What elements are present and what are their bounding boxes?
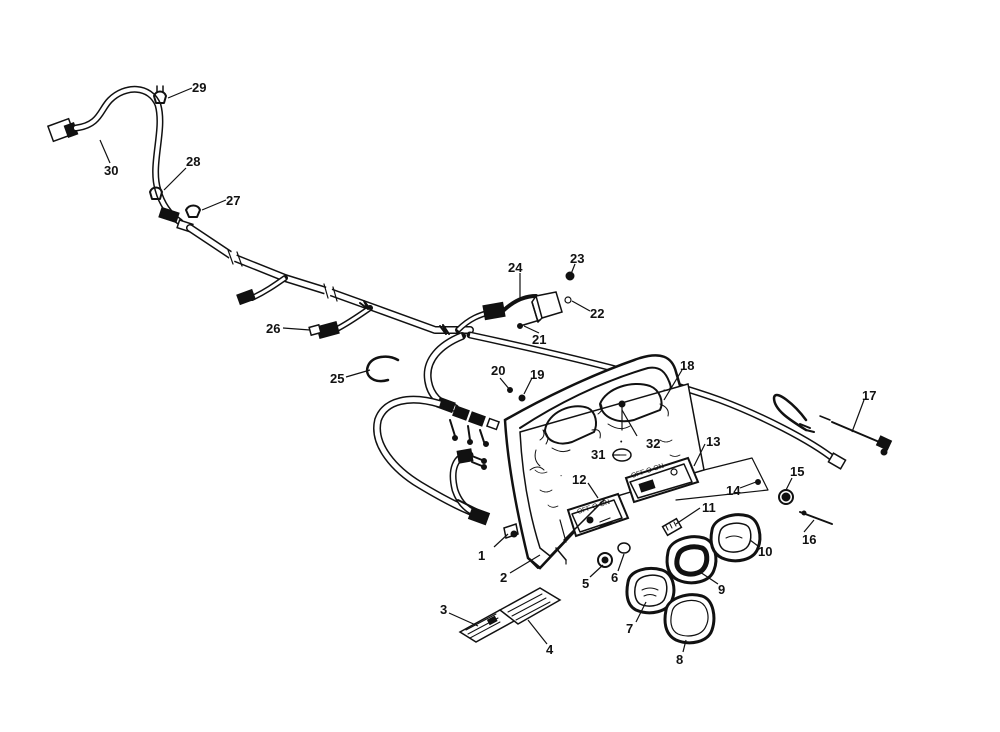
callout-11: 11 — [702, 500, 716, 515]
harness-clip-27 — [185, 204, 201, 218]
relay-box-24 — [531, 291, 563, 323]
panel-dot: • — [620, 439, 623, 446]
callout-17: 17 — [862, 388, 876, 403]
ring-25 — [365, 355, 400, 383]
key-switch-17 — [772, 393, 893, 456]
knob-6 — [617, 542, 631, 554]
panel-minus: - — [560, 473, 563, 480]
grommet-5 — [597, 552, 613, 568]
bulb-11 — [661, 517, 683, 537]
callout-25: 25 — [330, 371, 344, 386]
cable-16 — [799, 510, 833, 525]
connector-cluster — [436, 396, 501, 447]
callout-28: 28 — [186, 154, 200, 169]
callout-22: 22 — [590, 306, 604, 321]
callout-6: 6 — [611, 570, 618, 585]
callout-3: 3 — [440, 602, 447, 617]
screw-19 — [518, 394, 526, 402]
callout-31: 31 — [591, 447, 605, 462]
callout-1: 1 — [478, 548, 485, 563]
callout-4: 4 — [546, 642, 554, 657]
washer-22 — [564, 296, 572, 304]
callout-15: 15 — [790, 464, 804, 479]
callout-8: 8 — [676, 652, 683, 667]
callout-26: 26 — [266, 321, 280, 336]
callout-23: 23 — [570, 251, 584, 266]
callout-19: 19 — [530, 367, 544, 382]
callout-18: 18 — [680, 358, 694, 373]
callout-12: 12 — [572, 472, 586, 487]
callout-5: 5 — [582, 576, 589, 591]
decal-4 — [498, 587, 562, 625]
callout-13: 13 — [706, 434, 720, 449]
grommet-15 — [778, 489, 794, 505]
bracket-32 — [618, 400, 626, 431]
screw-21 — [517, 319, 541, 329]
switch-plate-13: OFF O ON — [624, 456, 700, 504]
callout-14: 14 — [726, 483, 741, 498]
callout-24: 24 — [508, 260, 523, 275]
callout-32: 32 — [646, 436, 660, 451]
callout-30: 30 — [104, 163, 118, 178]
wiring-harness — [46, 85, 847, 526]
callout-7: 7 — [626, 621, 633, 636]
callout-16: 16 — [802, 532, 816, 547]
callout-2: 2 — [500, 570, 507, 585]
callout-9: 9 — [718, 582, 725, 597]
gauge-openings-18 — [529, 381, 671, 471]
harness-clip-28 — [149, 186, 163, 200]
callout-29: 29 — [192, 80, 206, 95]
callout-27: 27 — [226, 193, 240, 208]
leader-lines — [99, 87, 865, 653]
gauge-bezel-10 — [709, 513, 762, 563]
callout-10: 10 — [758, 544, 772, 559]
console-panel-2: • - OFF O ON OFF O ON — [503, 354, 705, 570]
gauge-bezel-9 — [665, 535, 718, 585]
callout-20: 20 — [491, 363, 505, 378]
connector-26 — [308, 321, 340, 339]
screw-14 — [755, 479, 761, 485]
callout-21: 21 — [532, 332, 546, 347]
decal-3 — [458, 609, 518, 643]
callout-labels: 1 2 3 4 5 6 7 8 9 10 11 12 13 14 15 16 1… — [104, 80, 876, 667]
gauge-lens-8 — [663, 593, 716, 645]
nut-23 — [565, 271, 575, 281]
harness-clip-29 — [153, 85, 167, 104]
